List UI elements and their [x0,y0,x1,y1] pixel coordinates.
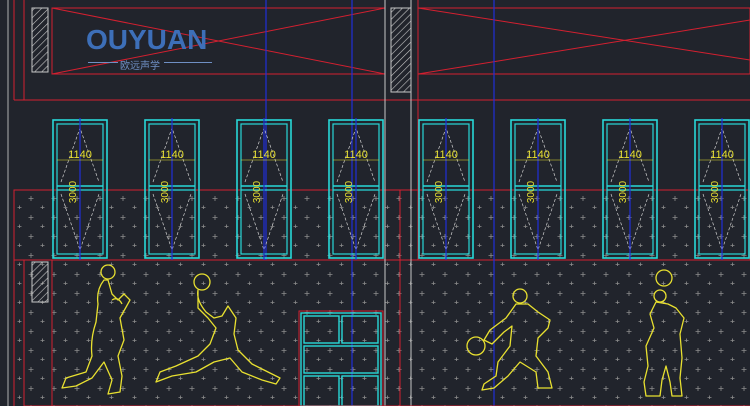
acoustic-panel-area [13,189,750,406]
player-figure-2 [155,273,281,385]
axis-lines [265,0,495,406]
window-height-label: 3000 [434,180,445,203]
window-height-label: 3000 [252,180,263,203]
window-height-label: 3000 [68,180,79,203]
window-unit: 1140 3000 [144,118,200,260]
window-unit: 1140 3000 [418,118,474,260]
window-height-label: 3000 [710,180,721,203]
hatched-pillars [7,0,412,406]
player-figure-3 [466,288,553,391]
window-width-label: 1140 [526,149,550,161]
door-outline [298,310,384,406]
logo-wordmark: OUYUAN [86,24,208,55]
window-unit: 1140 3000 [602,118,658,260]
window-width-label: 1140 [344,149,368,161]
window-unit: 1140 3000 [236,118,292,260]
logo-subtitle: 欧远声学 [120,61,160,72]
basketball-player-figures [61,264,685,397]
window-unit: 1140 3000 [510,118,566,260]
window-width-label: 1140 [68,149,92,161]
window-height-label: 3000 [618,180,629,203]
logo-rule-right [164,62,212,63]
window-unit: 1140 3000 [694,118,750,260]
window-width-label: 1140 [618,149,642,161]
window-height-label: 3000 [160,180,171,203]
window-width-label: 1140 [252,149,276,161]
window-group: 1140 3000 1140 3000 1140 3000 1140 3000 1140 3000… [52,118,750,260]
logo-rule-left [88,62,118,63]
window-unit: 1140 3000 [328,118,384,260]
window-width-label: 1140 [710,149,734,161]
window-unit: 1140 3000 [52,118,108,260]
player-figure-1 [61,264,131,395]
window-width-label: 1140 [434,149,458,161]
window-height-label: 3000 [526,180,537,203]
player-figure-4 [643,269,685,397]
door-frame [300,312,382,406]
ouyuan-logo: OUYUAN 欧远声学 [86,24,216,72]
window-height-label: 3000 [344,180,355,203]
window-width-label: 1140 [160,149,184,161]
